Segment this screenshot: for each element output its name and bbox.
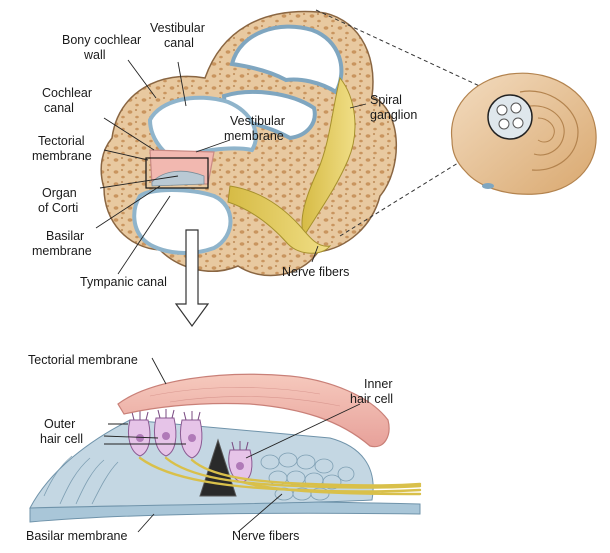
nerve-fibers-detail [138, 456, 422, 496]
zoom-arrow [174, 229, 210, 328]
label-bony-cochlear-wall: Bony cochlear wall [62, 33, 145, 62]
label-tectorial-membrane-top: Tectorial membrane [32, 134, 92, 163]
organ-of-corti-tissue [151, 170, 205, 187]
label-spiral-ganglion: Spiral ganglion [370, 93, 417, 122]
tympanic-canal-shape [132, 188, 233, 255]
label-vestibular-canal: Vestibular canal [150, 21, 208, 50]
label-inner-hair-cell: Inner hair cell [350, 377, 396, 406]
label-nerve-fibers-top: Nerve fibers [282, 265, 349, 279]
label-nerve-fibers-bottom: Nerve fibers [232, 529, 299, 543]
label-tectorial-membrane-bottom: Tectorial membrane [28, 353, 138, 367]
label-vestibular-membrane: Vestibular membrane [224, 114, 288, 143]
label-cochlear-canal: Cochlear canal [42, 86, 96, 115]
label-basilar-membrane-top: Basilar membrane [32, 229, 92, 258]
label-basilar-membrane-bottom: Basilar membrane [26, 529, 127, 543]
cochlea-shell [450, 72, 597, 195]
label-tympanic-canal: Tympanic canal [80, 275, 167, 289]
zoom-line-top [315, 9, 515, 103]
tectorial-membrane-shape [117, 373, 390, 448]
organ-of-corti-detail [29, 373, 422, 523]
shell-magnifier [487, 94, 533, 140]
top-leader-lines [95, 59, 367, 275]
nerve-fibers-bundle [227, 185, 332, 254]
organ-of-corti-box [145, 157, 209, 189]
label-outer-hair-cell: Outer hair cell [40, 417, 83, 446]
label-organ-of-corti: Organ of Corti [38, 186, 80, 215]
bottom-leader-lines [103, 357, 361, 533]
cochlea-cross-section [100, 10, 397, 277]
outer-hair-cells [127, 409, 203, 459]
